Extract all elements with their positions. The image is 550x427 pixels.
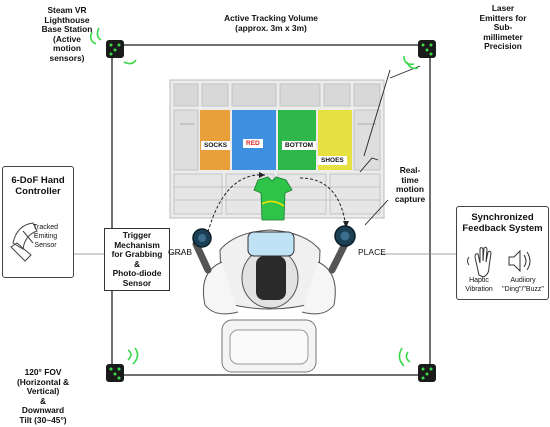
laser-emitters-label: Laser Emitters for Sub- millimeter Preci… bbox=[479, 3, 527, 51]
compartment-label-socks: SOCKS bbox=[201, 141, 231, 150]
chair bbox=[221, 319, 317, 373]
haptic-caption: Haptic Vibration bbox=[465, 277, 493, 293]
fov-label: 120° FOV (Horizontal & Vertical) & Downw… bbox=[16, 367, 70, 425]
compartment-label-red: RED bbox=[243, 139, 263, 148]
compartment-socks bbox=[200, 110, 230, 170]
shelf-compartments bbox=[200, 110, 352, 170]
base-station-top-left bbox=[89, 27, 137, 65]
headset-strap bbox=[256, 256, 286, 300]
compartment-label-shoes: SHOES bbox=[318, 156, 347, 165]
audio-caption: Audiiory "Ding"/"Buzz" bbox=[502, 277, 544, 293]
compartment-bottom bbox=[278, 110, 316, 170]
base-station-top-right bbox=[403, 40, 436, 70]
place-arrow bbox=[299, 177, 347, 229]
base-station-bottom-right bbox=[398, 347, 436, 382]
right-controller bbox=[334, 225, 356, 247]
trigger-mechanism-label: Trigger Mechanism for Grabbing & Photo-d… bbox=[104, 228, 170, 291]
shirt-item bbox=[253, 176, 293, 221]
haptic-hand-icon bbox=[467, 246, 492, 278]
base-station-bottom-left bbox=[106, 347, 139, 382]
compartment-label-bottom: BOTTOM bbox=[282, 141, 317, 150]
grab-label: GRAB bbox=[168, 247, 193, 257]
base-station-label: Steam VR Lighthouse Base Station (Active… bbox=[41, 5, 93, 63]
headset bbox=[247, 231, 295, 257]
feedback-panel: Synchronized Feedback System Haptic Vibr… bbox=[456, 206, 549, 300]
controller-sketch-icon bbox=[10, 222, 38, 262]
controller-panel: 6-DoF Hand Controller Tracked Emiting Se… bbox=[2, 166, 74, 278]
user-figure bbox=[192, 229, 349, 315]
feedback-icons bbox=[467, 246, 531, 278]
speaker-icon bbox=[508, 249, 531, 273]
controller-panel-caption: Tracked Emiting Sensor bbox=[33, 224, 59, 249]
grab-arrow bbox=[207, 174, 266, 233]
tracking-volume-label: Active Tracking Volume (approx. 3m x 3m) bbox=[224, 13, 318, 33]
tracking-volume-border bbox=[111, 44, 431, 376]
realtime-motion-label: Real- time motion capture bbox=[394, 165, 426, 204]
controller-panel-title: 6-DoF Hand Controller bbox=[11, 175, 65, 197]
left-controller bbox=[192, 228, 212, 248]
feedback-panel-title: Synchronized Feedback System bbox=[462, 212, 543, 234]
place-label: PLACE bbox=[358, 247, 386, 257]
